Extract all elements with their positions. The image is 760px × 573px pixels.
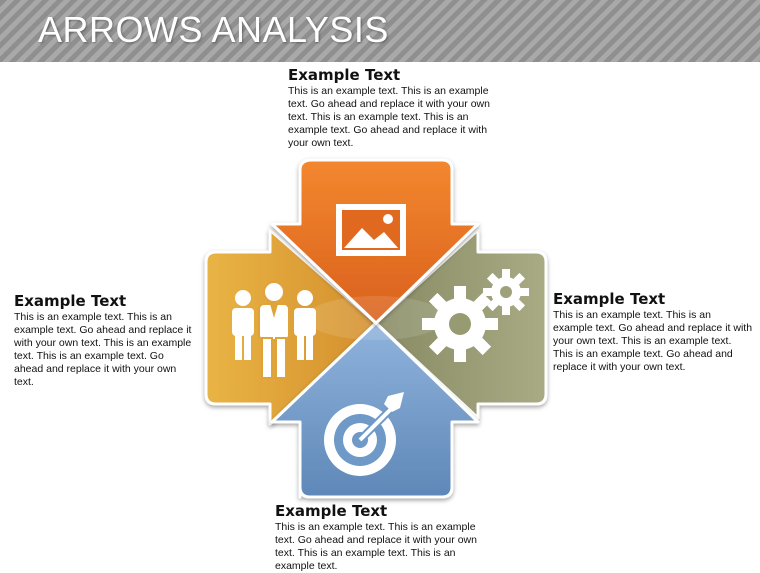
heading-bottom: Example Text [275,502,388,520]
heading-left: Example Text [14,292,127,310]
image-icon [336,204,406,256]
text-block-left: Example Text This is an example text. Th… [14,292,194,389]
body-left: This is an example text. This is an exam… [14,311,192,388]
center-highlight [306,296,446,340]
body-right: This is an example text. This is an exam… [553,309,753,373]
title-bar: ARROWS ANALYSIS [0,0,760,62]
people-icon [232,281,316,379]
heading-top: Example Text [288,66,401,84]
text-block-right: Example Text This is an example text. Th… [553,290,753,374]
gears-icon [422,269,529,362]
page-title: ARROWS ANALYSIS [38,9,389,50]
heading-right: Example Text [553,290,666,308]
arrow-left [204,228,378,426]
body-top: This is an example text. This is an exam… [288,85,490,149]
body-bottom: This is an example text. This is an exam… [275,521,477,572]
target-icon [324,392,404,476]
text-block-bottom: Example Text This is an example text. Th… [275,502,490,573]
text-block-top: Example Text This is an example text. Th… [288,66,503,150]
